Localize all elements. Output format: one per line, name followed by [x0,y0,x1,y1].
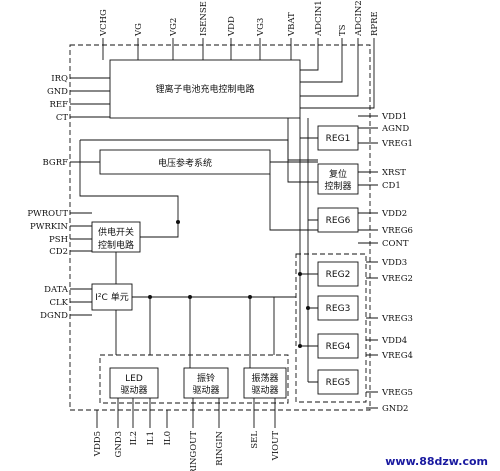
chip-outline [69,44,371,411]
driver-group-outline [99,354,289,404]
reg5-label: REG5 [326,378,351,388]
pin-ct: CT [56,113,69,123]
reg6-label: REG6 [326,216,351,226]
reset-label-2: 控制器 [324,180,351,192]
watermark: www.88dzw.com [385,455,488,468]
reset-label-1: 复位 [329,168,347,180]
pin-irq: IRQ [51,74,68,84]
pin-il1: IL1 [146,431,156,445]
pin-data: DATA [44,285,69,295]
charger-block [109,59,301,119]
ring-driver-label-2: 驱动器 [192,385,219,396]
pin-cont: CONT [382,239,409,249]
pin-vdd3: VDD3 [381,258,407,268]
led-driver-label-1: LED [125,374,143,384]
reg3-label: REG3 [326,304,351,314]
vibrator-driver-block [243,367,287,399]
pin-xrst: XRST [382,168,406,178]
pin-gnd2: GND2 [382,404,408,414]
pin-viout: VIOUT [271,431,281,462]
pin-vdd2: VDD2 [381,209,407,219]
pin-bgrf: BGRF [43,158,69,168]
reset-block [317,163,359,195]
vref-label: 电压参考系统 [158,157,212,169]
pin-vg: VG [134,23,144,37]
vibrator-driver-label-1: 振荡器 [251,372,278,384]
pin-ringout: RINGOUT [189,431,199,471]
pin-vg3: VG3 [256,18,266,37]
vibrator-driver-label-2: 驱动器 [251,385,278,396]
pin-cd1: CD1 [382,181,401,191]
led-driver-block [109,367,159,399]
pin-rpre: RPRE [370,11,380,36]
power-switch-label-1: 供电开关 [98,226,134,238]
pin-vdd4: VDD4 [381,336,407,346]
led-driver-label-2: 驱动器 [120,385,147,396]
pin-pwrkin: PWRKIN [30,222,69,232]
reg-group-outline [295,253,367,403]
pin-clk: CLK [50,298,69,308]
pin-il2: IL2 [129,431,139,445]
pin-vreg6: VREG6 [381,226,413,236]
pin-vreg3: VREG3 [381,314,413,324]
pin-ref: REF [49,100,68,110]
pin-vreg2: VREG2 [381,274,413,284]
pin-adcin2: ADCIN2 [354,0,364,37]
pin-gnd: GND [47,87,68,97]
reg2-label: REG2 [326,270,351,280]
pin-isense: ISENSE [199,1,209,36]
pin-agnd: AGND [381,124,409,134]
pin-vbat: VBAT [287,12,297,37]
pin-dgnd: DGND [40,311,68,321]
reg4-label: REG4 [326,342,351,352]
pin-vg2: VG2 [169,18,179,37]
pin-psh: PSH [49,235,68,245]
pin-pwrout: PWROUT [27,209,68,219]
pin-vreg5: VREG5 [381,388,413,398]
charger-label: 锂离子电池充电控制电路 [155,83,254,95]
pin-vreg4: VREG4 [381,351,413,361]
reg1-label: REG1 [326,134,351,144]
pin-vdd1: VDD1 [381,112,407,122]
i2c-label: I²C 单元 [95,291,128,303]
pin-cd2: CD2 [49,247,68,257]
ring-driver-block [183,367,229,399]
pin-ringin: RINGIN [215,430,225,465]
pin-vdd: VDD [227,16,237,37]
pin-vchg: VCHG [99,9,109,37]
pin-sel: SEL [250,431,260,449]
junction-dots [148,220,310,348]
ring-driver-label-1: 振铃 [197,372,215,384]
pin-vdd5: VDD5 [93,431,103,457]
pin-il0: IL0 [163,431,173,445]
power-switch-label-2: 控制电路 [98,239,134,251]
pin-adcin1: ADCIN1 [314,0,324,37]
pin-ts: TS [338,24,348,36]
pin-gnd3: GND3 [114,431,124,457]
pin-vreg1: VREG1 [381,139,413,149]
